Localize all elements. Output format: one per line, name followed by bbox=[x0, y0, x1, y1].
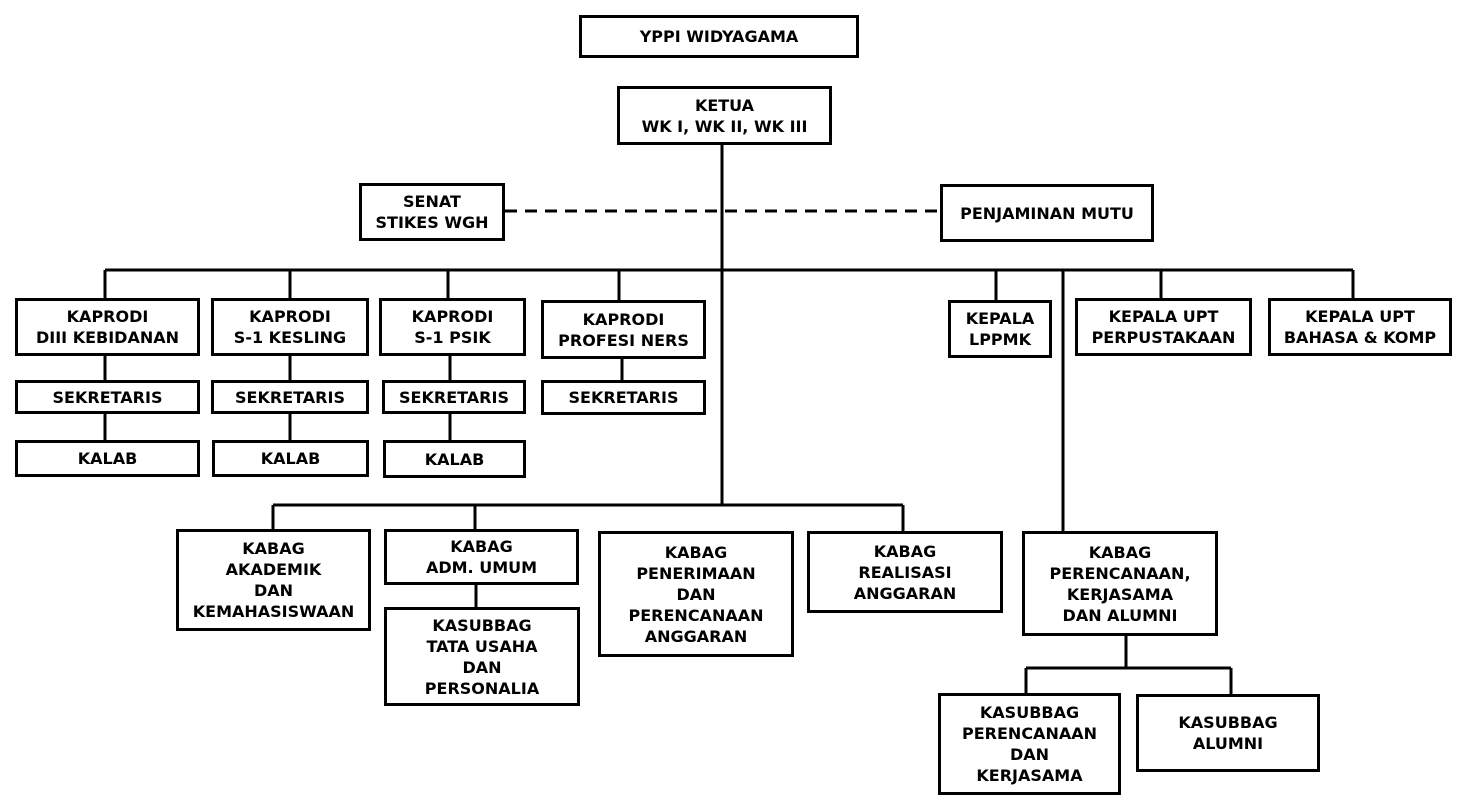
sekretaris-ners-box: SEKRETARIS bbox=[541, 380, 706, 415]
yppi-box: YPPI WIDYAGAMA bbox=[579, 15, 859, 58]
kasubbag-tata-usaha-label: KASUBBAG TATA USAHA DAN PERSONALIA bbox=[424, 615, 540, 698]
penjaminan-mutu-box: PENJAMINAN MUTU bbox=[940, 184, 1154, 242]
sekretaris-psik-label: SEKRETARIS bbox=[399, 387, 509, 407]
kalab-psik-label: KALAB bbox=[424, 449, 485, 469]
kasubbag-tata-usaha-box: KASUBBAG TATA USAHA DAN PERSONALIA bbox=[384, 607, 580, 706]
kalab-psik-box: KALAB bbox=[383, 440, 526, 478]
kasubbag-alumni-box: KASUBBAG ALUMNI bbox=[1136, 694, 1320, 772]
kepala-perpustakaan-label: KEPALA UPT PERPUSTAKAAN bbox=[1091, 307, 1236, 347]
kaprodi-kebidanan-box: KAPRODI DIII KEBIDANAN bbox=[15, 298, 200, 356]
kalab-kebidanan-label: KALAB bbox=[77, 449, 138, 468]
sekretaris-psik-box: SEKRETARIS bbox=[382, 380, 526, 414]
kasubbag-perencanaan-box: KASUBBAG PERENCANAAN DAN KERJASAMA bbox=[938, 693, 1121, 795]
kaprodi-kesling-box: KAPRODI S-1 KESLING bbox=[211, 298, 369, 356]
kabag-adm-umum-label: KABAG ADM. UMUM bbox=[425, 537, 538, 577]
senat-label: SENAT STIKES WGH bbox=[375, 192, 489, 232]
kepala-lppmk-box: KEPALA LPPMK bbox=[948, 300, 1052, 358]
yppi-label: YPPI WIDYAGAMA bbox=[639, 27, 799, 46]
kabag-penerimaan-box: KABAG PENERIMAAN DAN PERENCANAAN ANGGARA… bbox=[598, 531, 794, 657]
kabag-realisasi-box: KABAG REALISASI ANGGARAN bbox=[807, 531, 1003, 613]
kepala-lppmk-label: KEPALA LPPMK bbox=[965, 309, 1035, 349]
kaprodi-psik-box: KAPRODI S-1 PSIK bbox=[379, 298, 526, 356]
kaprodi-kebidanan-label: KAPRODI DIII KEBIDANAN bbox=[35, 307, 179, 347]
sekretaris-kebidanan-box: SEKRETARIS bbox=[15, 380, 200, 414]
kabag-perencanaan-box: KABAG PERENCANAAN, KERJASAMA DAN ALUMNI bbox=[1022, 531, 1218, 636]
kalab-kesling-label: KALAB bbox=[260, 449, 321, 468]
ketua-label: KETUA WK I, WK II, WK III bbox=[641, 95, 808, 136]
kepala-perpustakaan-box: KEPALA UPT PERPUSTAKAAN bbox=[1075, 298, 1252, 356]
kabag-realisasi-label: KABAG REALISASI ANGGARAN bbox=[853, 541, 957, 603]
kepala-bahasa-label: KEPALA UPT BAHASA & KOMP bbox=[1283, 307, 1437, 347]
kasubbag-perencanaan-label: KASUBBAG PERENCANAAN DAN KERJASAMA bbox=[962, 703, 1097, 785]
kabag-perencanaan-label: KABAG PERENCANAAN, KERJASAMA DAN ALUMNI bbox=[1049, 542, 1191, 625]
kaprodi-psik-label: KAPRODI S-1 PSIK bbox=[411, 307, 494, 347]
sekretaris-kebidanan-label: SEKRETARIS bbox=[52, 387, 163, 407]
kalab-kesling-box: KALAB bbox=[212, 440, 369, 477]
kaprodi-ners-box: KAPRODI PROFESI NERS bbox=[541, 300, 706, 359]
kasubbag-alumni-label: KASUBBAG ALUMNI bbox=[1178, 713, 1278, 753]
kaprodi-kesling-label: KAPRODI S-1 KESLING bbox=[233, 307, 347, 347]
kabag-penerimaan-label: KABAG PENERIMAAN DAN PERENCANAAN ANGGARA… bbox=[628, 542, 764, 646]
kabag-adm-umum-box: KABAG ADM. UMUM bbox=[384, 529, 579, 585]
penjaminan-mutu-label: PENJAMINAN MUTU bbox=[960, 203, 1134, 223]
sekretaris-kesling-label: SEKRETARIS bbox=[235, 387, 345, 407]
ketua-box: KETUA WK I, WK II, WK III bbox=[617, 86, 832, 145]
kalab-kebidanan-box: KALAB bbox=[15, 440, 200, 477]
kabag-akademik-box: KABAG AKADEMIK DAN KEMAHASISWAAN bbox=[176, 529, 371, 631]
sekretaris-ners-label: SEKRETARIS bbox=[568, 388, 679, 407]
kepala-bahasa-box: KEPALA UPT BAHASA & KOMP bbox=[1268, 298, 1452, 356]
senat-box: SENAT STIKES WGH bbox=[359, 183, 505, 241]
kaprodi-ners-label: KAPRODI PROFESI NERS bbox=[558, 309, 689, 350]
kabag-akademik-label: KABAG AKADEMIK DAN KEMAHASISWAAN bbox=[192, 539, 355, 621]
sekretaris-kesling-box: SEKRETARIS bbox=[211, 380, 369, 414]
